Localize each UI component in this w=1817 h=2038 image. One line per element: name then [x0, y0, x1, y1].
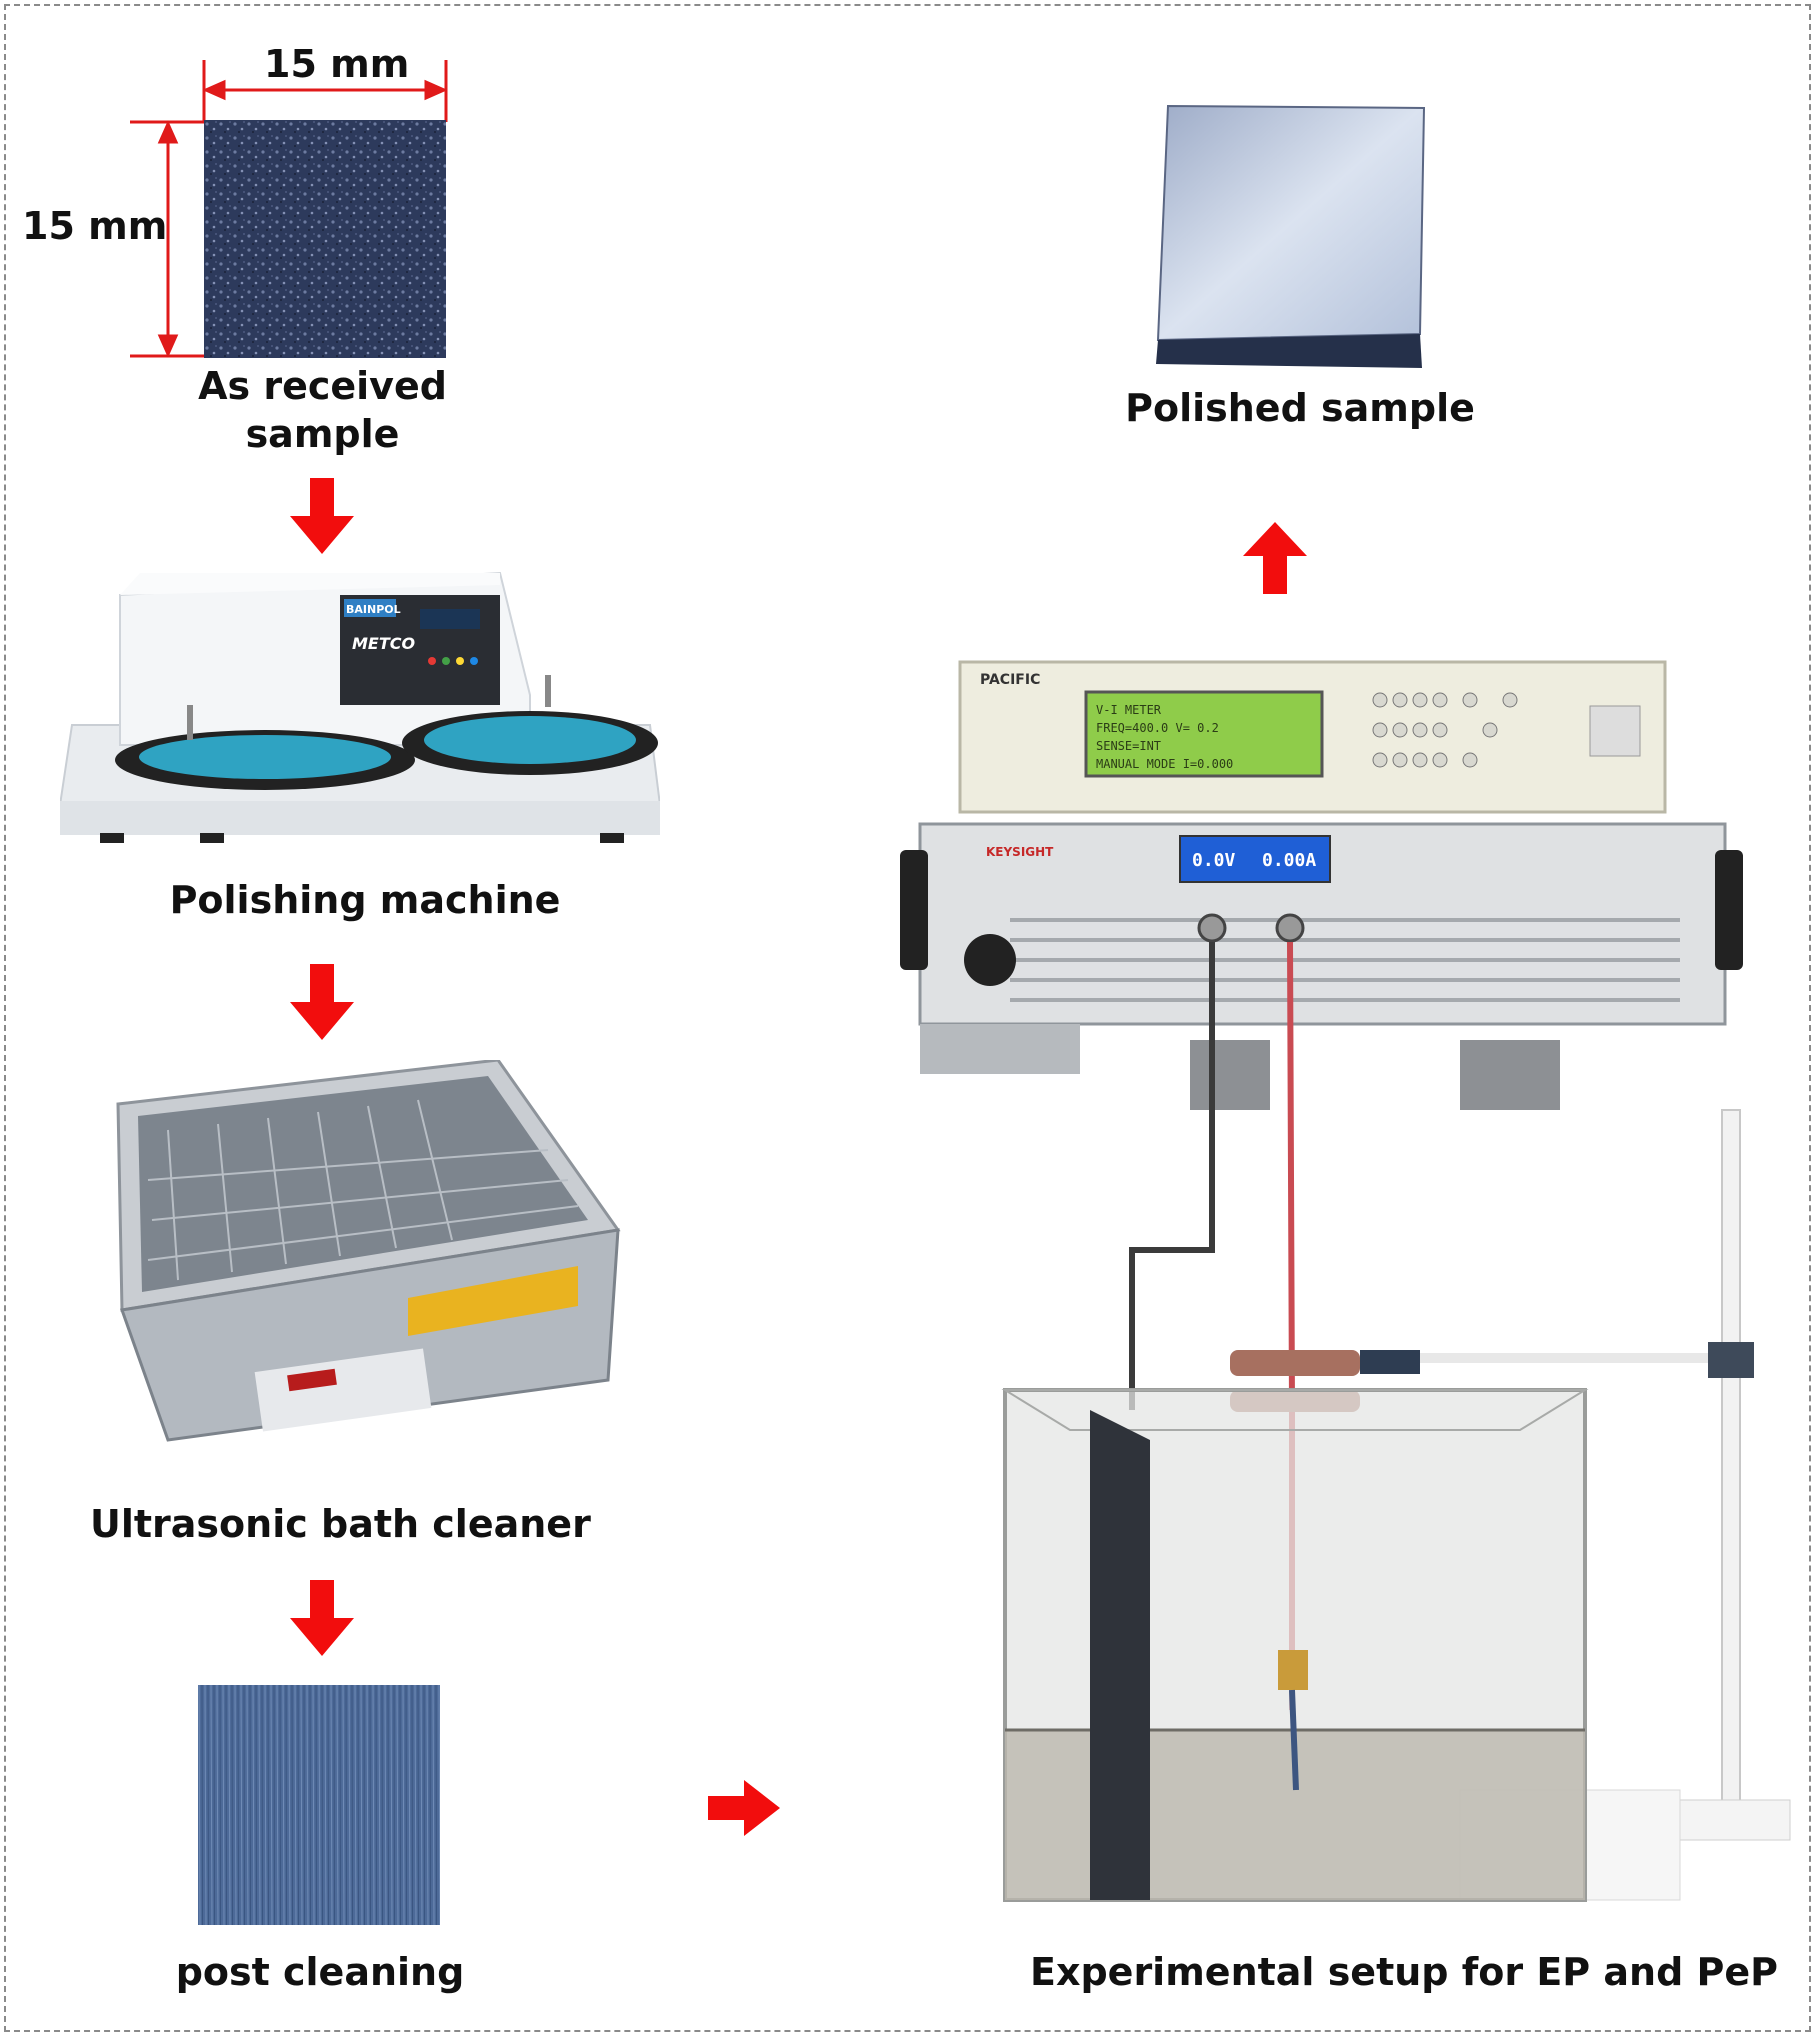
arrow-down-2 — [290, 964, 354, 1040]
keysight-brand-text: KEYSIGHT — [986, 845, 1054, 859]
height-dimension-label: 15 mm — [22, 204, 168, 248]
brand-text: BAINPOL — [346, 603, 401, 616]
arrow-down-1 — [290, 478, 354, 554]
setup-label: Experimental setup for EP and PeP — [1030, 1950, 1778, 1994]
post-cleaning-label: post cleaning — [175, 1950, 465, 1994]
polishing-machine-label: Polishing machine — [169, 878, 561, 922]
width-dimension-label: 15 mm — [264, 42, 410, 86]
as-received-label: As received sample — [198, 364, 447, 456]
lcd-line-2: FREQ=400.0 V= 0.2 — [1096, 721, 1219, 735]
pacific-brand-text: PACIFIC — [980, 672, 1040, 688]
arrow-down-3 — [290, 1580, 354, 1656]
voltage-readout: 0.0V — [1192, 850, 1236, 871]
arrow-up — [1243, 522, 1307, 594]
polished-label: Polished sample — [1125, 386, 1475, 430]
ultrasonic-label: Ultrasonic bath cleaner — [90, 1502, 591, 1546]
post-cleaning-sample-image — [198, 1685, 440, 1925]
polishing-machine-image: BAINPOL METCO — [60, 571, 660, 843]
as-received-sample-image — [204, 120, 446, 358]
experimental-setup-image: PACIFIC V-I METER FREQ=400.0 V= 0.2 SENS… — [900, 660, 1791, 1902]
lcd-line-1: V-I METER — [1096, 703, 1162, 717]
polished-sample-image — [1156, 104, 1426, 368]
ultrasonic-bath-image — [116, 1060, 621, 1442]
dimension-lines — [130, 60, 448, 358]
current-readout: 0.00A — [1262, 850, 1316, 871]
figure-frame — [4, 4, 1811, 2032]
lcd-line-3: SENSE=INT — [1096, 739, 1161, 753]
model-text: METCO — [352, 634, 416, 653]
lcd-line-4: MANUAL MODE I=0.000 — [1096, 757, 1233, 771]
arrow-right — [708, 1780, 780, 1836]
